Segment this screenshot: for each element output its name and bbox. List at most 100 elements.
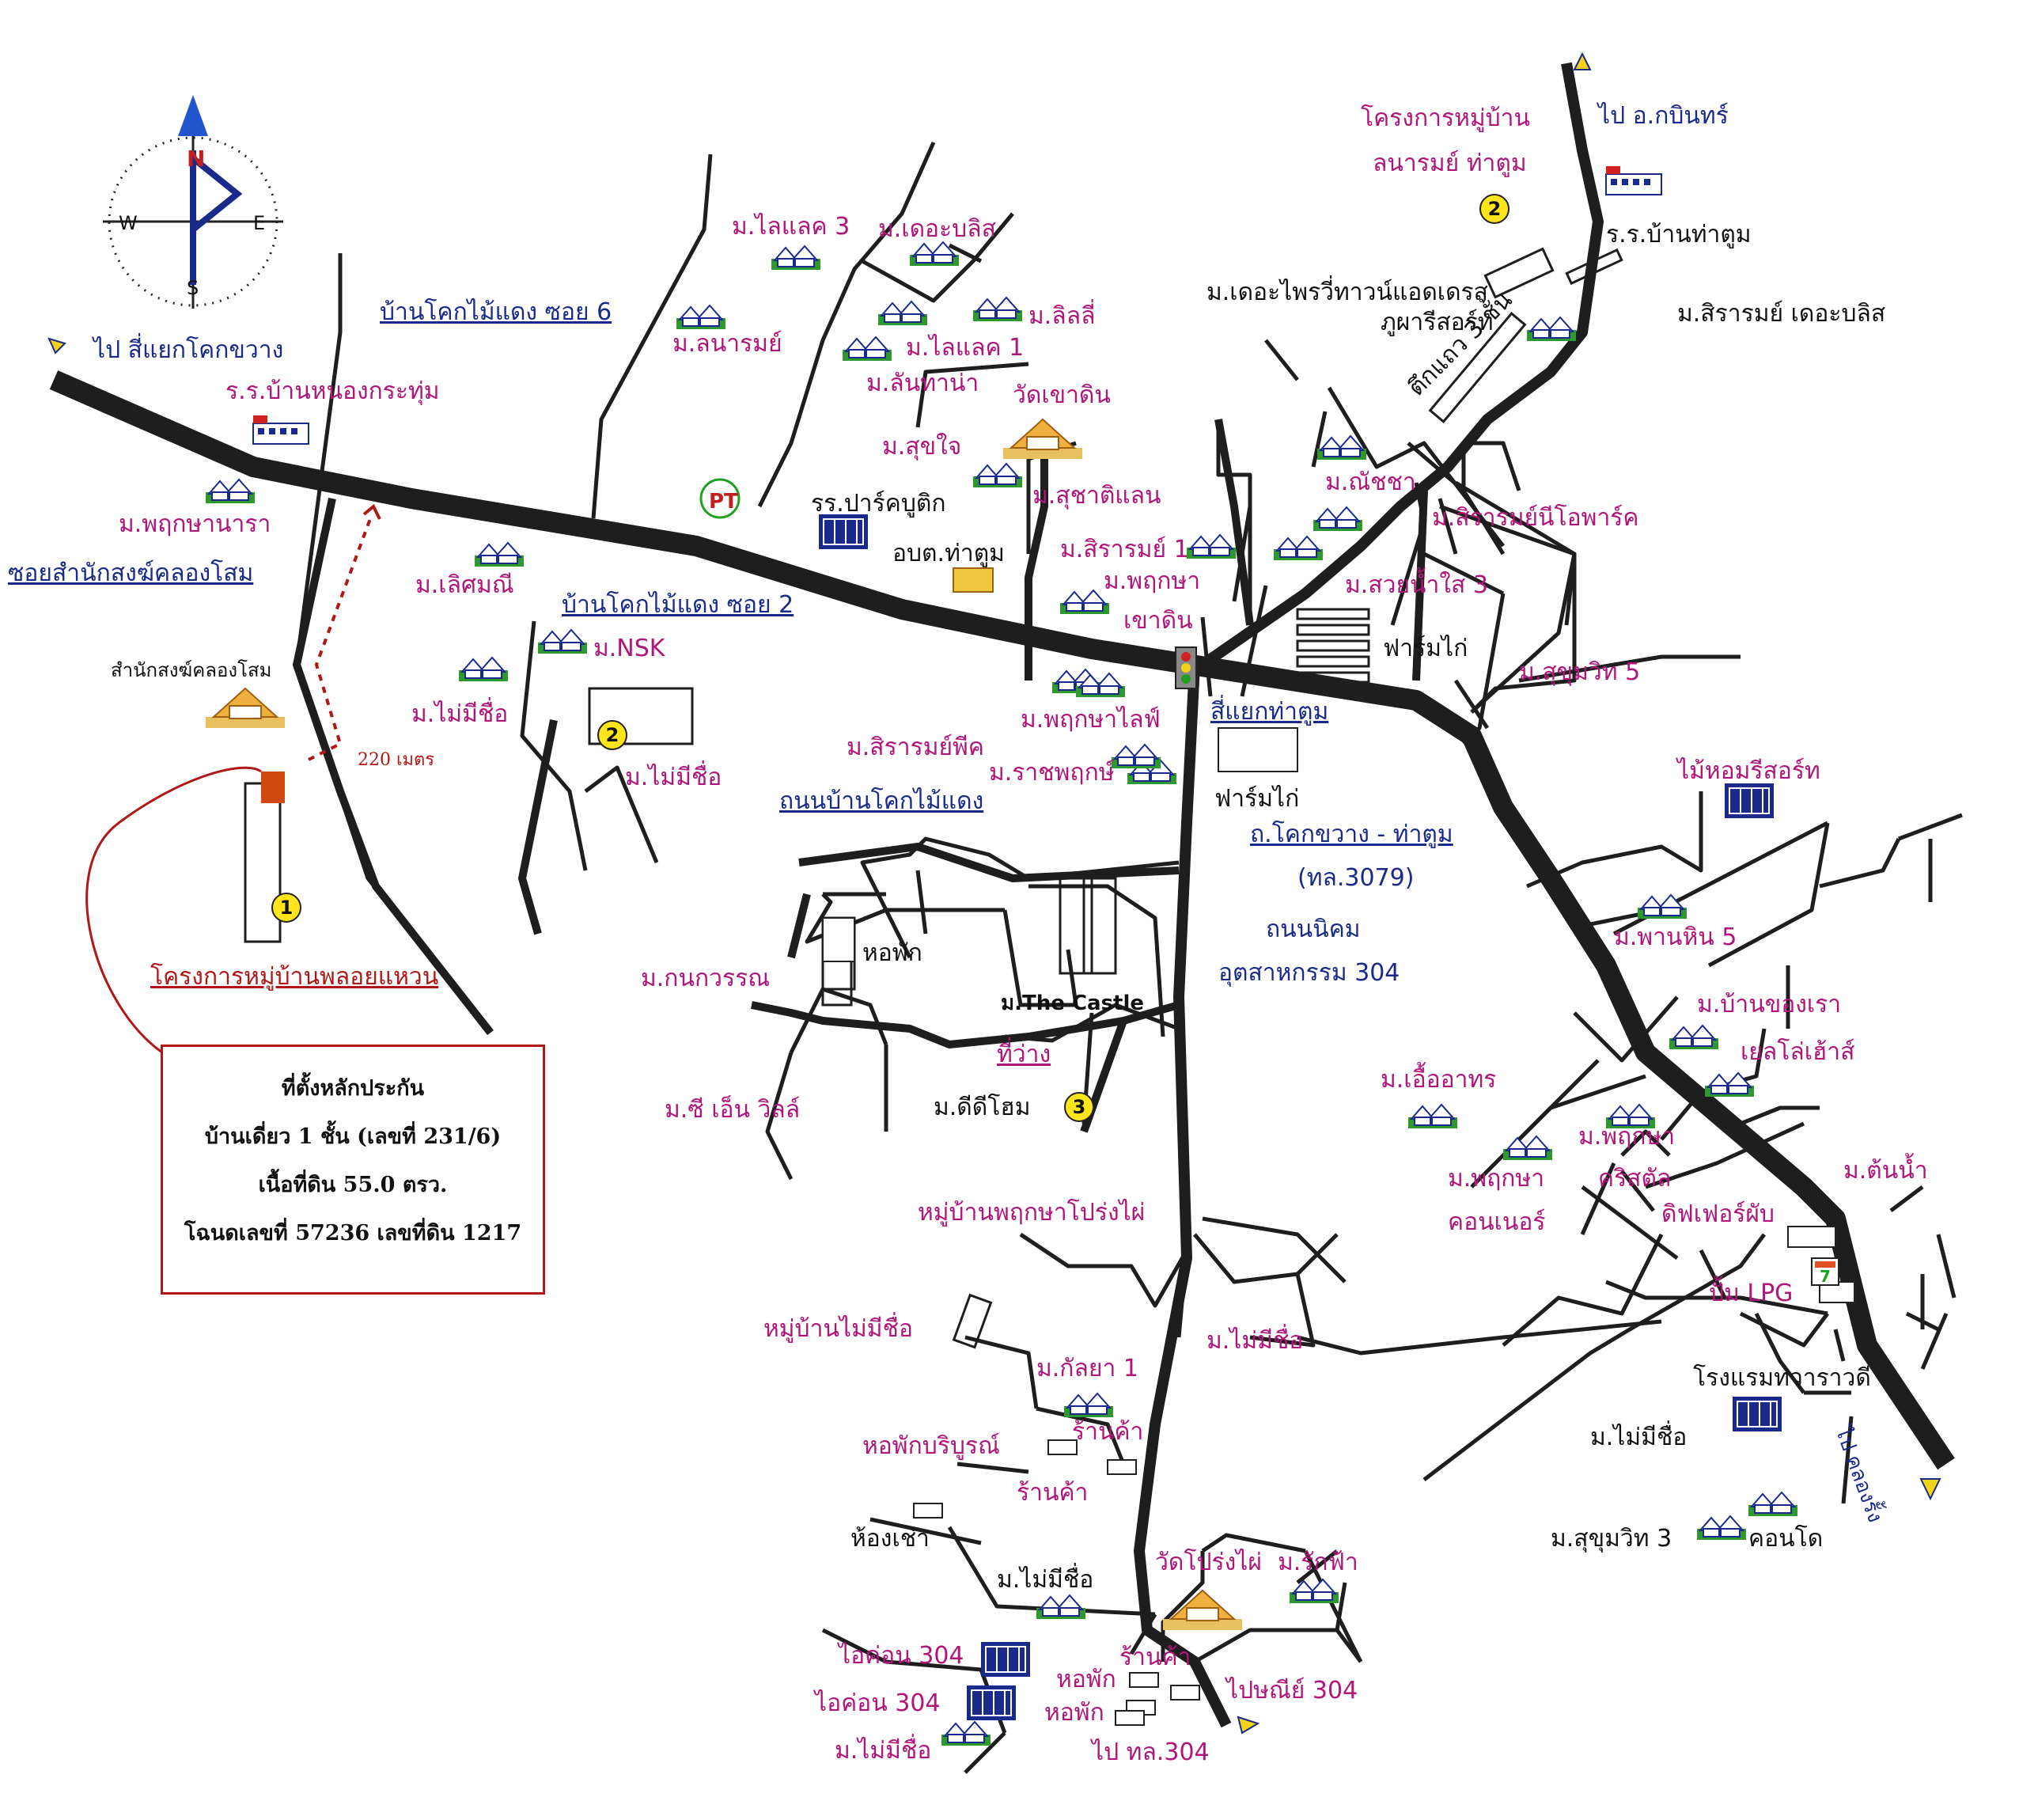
minor-roads <box>294 141 1963 1774</box>
label-shop-1: ร้านค้า <box>1072 1418 1144 1446</box>
label-shop-3: ร้านค้า <box>1119 1644 1191 1671</box>
label-nikom-road: ถนนนิคม <box>1266 916 1361 943</box>
label-sukjai: ม.สุขใจ <box>882 433 962 461</box>
info-line2: เนื้อที่ดิน 55.0 ตรว. <box>258 1173 448 1197</box>
distance-label: 220 เมตร <box>358 750 435 770</box>
nikom-road <box>1134 664 1232 1728</box>
label-phruksa-life: ม.พฤกษาไลฟ์ <box>1021 706 1161 734</box>
label-hotel: โรงแรมทวาราวดี <box>1693 1364 1871 1392</box>
label-gn-villa: ม.ซี เอ็น วิลล์ <box>665 1096 801 1124</box>
label-euarthorn: ม.เอื้ออาทร <box>1381 1066 1497 1094</box>
label-shop-2: ร้านค้า <box>1017 1479 1089 1507</box>
label-lilac1: ม.ไลแลค 1 <box>906 334 1025 362</box>
label-nameless-2: ม.ไม่มีชื่อ <box>625 764 722 791</box>
label-lilac3: ม.ไลแลค 3 <box>732 213 850 241</box>
label-nameless-village: หมู่บ้านไม่มีชื่อ <box>763 1315 913 1343</box>
svg-text:7: 7 <box>1820 1267 1831 1286</box>
label-phruksa-crystal-1: ม.พฤกษา <box>1578 1123 1676 1151</box>
label-farm-chicken-2: ฟาร์มไก่ <box>1214 785 1300 813</box>
label-sirarom-bliss: ม.สิรารมย์ เดอะบลิส <box>1677 300 1886 328</box>
label-phruksa-khaodin-2: เขาดิน <box>1123 607 1193 635</box>
label-lanarom-project-2: ลนารมย์ ท่าตูม <box>1373 150 1527 177</box>
label-icon304-a: ไอค่อน 304 <box>839 1642 964 1670</box>
label-banrao-1: ม.บ้านของเรา <box>1697 991 1842 1018</box>
svg-text:E: E <box>253 212 265 234</box>
label-nameless-3: ม.ไม่มีชื่อ <box>1206 1327 1304 1355</box>
road-to-kabin <box>1199 62 1604 669</box>
marker-2-north: 2 <box>1479 194 1510 224</box>
label-route-3079: (ทล.3079) <box>1297 864 1415 892</box>
label-the-bliss: ม.เดอะบลิส <box>878 215 996 243</box>
label-sirarom-neo: ม.สิรารมย์นีโอพาร์ค <box>1432 504 1639 532</box>
info-line1: บ้านเดี่ยว 1 ชั้น (เลขที่ 231/6) <box>204 1124 502 1149</box>
label-banrao-2: เยลโล่เฮ้าส์ <box>1741 1038 1855 1066</box>
marker-1: 1 <box>271 893 301 923</box>
label-lanarom-project-1: โครงการหมู่บ้าน <box>1361 104 1531 132</box>
label-klongsom-temple: สำนักสงฆ์คลองโสม <box>111 659 272 681</box>
label-sukhumvit5: ม.สุขุมวิท 5 <box>1519 658 1641 686</box>
building-boxes <box>822 727 1855 1726</box>
label-tatum-school: ร.ร.บ้านท่าตูม <box>1606 221 1752 248</box>
label-tatum-junction: สี่แยกท่าตูม <box>1210 698 1329 726</box>
label-pruksa-prongphai: หมู่บ้านพฤกษาโปร่งไผ่ <box>918 1199 1146 1227</box>
label-industrial-304: อุตสาหกรรม 304 <box>1218 959 1400 987</box>
label-dorm-2: หอพัก <box>1056 1666 1116 1693</box>
svg-text:N: N <box>187 146 205 172</box>
collateral-info-box: ที่ตั้งหลักประกัน บ้านเดี่ยว 1 ชั้น (เลข… <box>161 1045 545 1295</box>
label-ratchaphruk: ม.ราชพฤกษ์ <box>989 759 1115 787</box>
highway-3079 <box>49 370 1955 1470</box>
label-nameless-5: ม.ไม่มีชื่อ <box>835 1737 932 1765</box>
label-soi-klongsom: ซอยสำนักสงฆ์คลองโสม <box>8 559 254 587</box>
property-plot <box>261 772 285 803</box>
info-line3: โฉนดเลขที่ 57236 เลขที่ดิน 1217 <box>184 1221 522 1246</box>
label-nameless-6: ม.ไม่มีชื่อ <box>1590 1424 1688 1451</box>
info-title: ที่ตั้งหลักประกัน <box>281 1076 425 1101</box>
label-dormitory: หอพัก <box>862 939 922 967</box>
label-nongkrathum-school: ร.ร.บ้านหนองกระทุ่ม <box>225 377 440 405</box>
label-diffur: ดิฟเฟอร์ผับ <box>1661 1200 1775 1228</box>
label-kokkwang-road: ถ.โคกขวาง - ท่าตูม <box>1250 821 1453 848</box>
label-phruksa-crystal-2: คริสตัล <box>1598 1165 1672 1192</box>
label-obt: อบต.ท่าตูม <box>892 540 1005 567</box>
label-phruksa-nara: ม.พฤกษานารา <box>119 510 271 538</box>
label-lpg: ปั้ม LPG <box>1709 1280 1794 1307</box>
label-kokmaidaeng-road: ถนนบ้านโคกไม้แดง <box>779 787 984 815</box>
label-lanna: ม.ลันทาน่า <box>866 370 979 397</box>
label-phruksa-khaodin-1: ม.พฤกษา <box>1104 567 1201 595</box>
label-vacant: ที่ว่าง <box>997 1041 1051 1068</box>
label-sirarom-peak: ม.สิรารมย์พีค <box>847 734 984 761</box>
label-the-castle: ม.The Castle <box>1001 992 1145 1015</box>
label-ploi-project: โครงการหมู่บ้านพลอยแหวน <box>150 963 439 991</box>
label-park-school: รร.ปาร์คบูติก <box>811 490 946 518</box>
label-kanokwan: ม.กนกวรรณ <box>641 965 771 992</box>
temple-icons <box>205 419 1243 1631</box>
label-the-private: ม.เดอะไพรวี่ทาวน์แอดเดรส <box>1206 279 1488 306</box>
label-rakfa: ม.รักฟ้า <box>1278 1549 1358 1576</box>
label-condo: คอนโด <box>1748 1525 1824 1553</box>
other-roads <box>293 419 1428 1133</box>
label-dorm-boriboon: หอพักบริบูรณ์ <box>862 1432 1000 1460</box>
label-wat-khaodin: วัดเขาดิน <box>1013 381 1111 409</box>
label-tonnam: ม.ต้นน้ำ <box>1843 1157 1928 1185</box>
label-soi6: บ้านโคกไม้แดง ซอย 6 <box>380 298 612 326</box>
direction-arrows <box>47 51 1941 1735</box>
seven-eleven-icon: 7 <box>1811 1257 1839 1286</box>
label-soi2: บ้านโคกไม้แดง ซอย 2 <box>562 591 794 619</box>
label-nameless-1: ม.ไม่มีชื่อ <box>411 700 509 728</box>
label-maihom: ไม้หอมรีสอร์ท <box>1677 757 1820 785</box>
compass-icon: N S E W <box>103 95 283 309</box>
label-dorm-3: หอพัก <box>1044 1699 1104 1727</box>
label-suchatilan: ม.สุชาติแลน <box>1032 482 1161 510</box>
label-lily: ม.ลิลลี่ <box>1028 302 1096 330</box>
marker-3: 3 <box>1064 1092 1094 1122</box>
label-natcha: ม.ณัชชา <box>1325 468 1416 496</box>
label-nsk: ม.NSK <box>593 635 665 662</box>
label-lertsamnee: ม.เลิศมณี <box>415 571 514 599</box>
label-suaynamsai: ม.สวยน้ำใส 3 <box>1345 571 1488 599</box>
label-sukhumvit3: ม.สุขุมวิท 3 <box>1551 1525 1672 1553</box>
label-lanarom: ม.ลนารมย์ <box>672 330 782 358</box>
label-to-kabin: ไป อ.กบินทร์ <box>1598 102 1729 130</box>
label-post-304: ไปษณีย์ 304 <box>1226 1677 1358 1704</box>
label-to-304: ไป ทล.304 <box>1092 1738 1210 1766</box>
